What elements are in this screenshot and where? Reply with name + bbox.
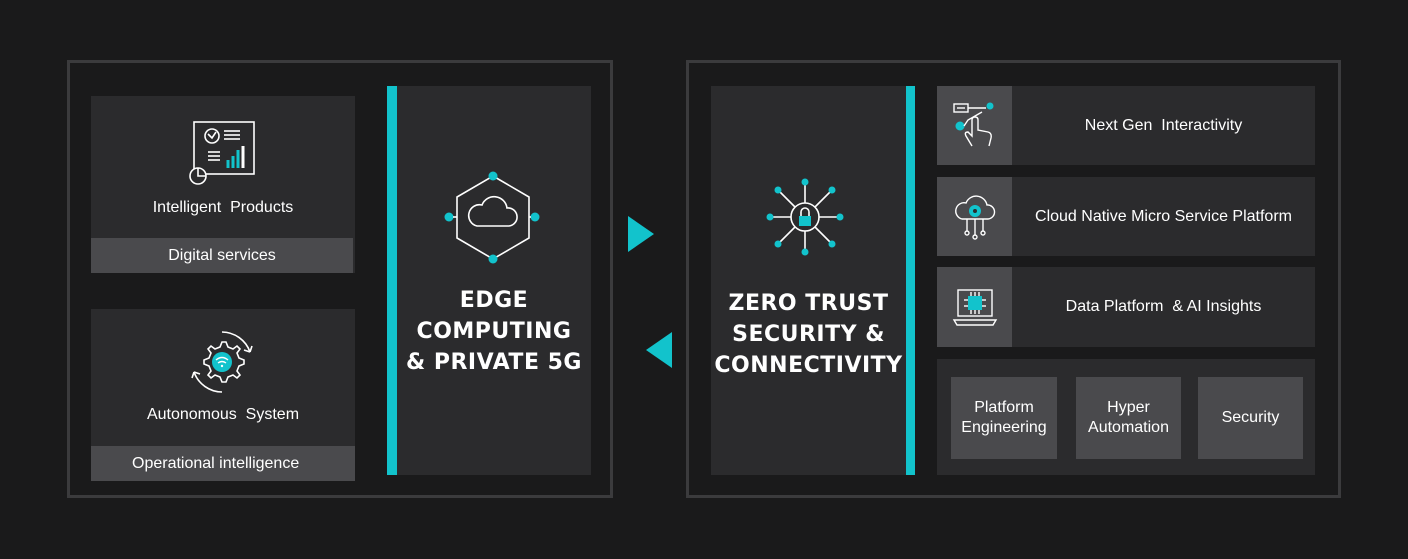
analytics-dashboard-icon — [188, 120, 258, 186]
cloud-hexagon-icon — [441, 170, 541, 265]
zero-trust-accent-bar — [906, 86, 915, 475]
edge-computing-title: EDGE COMPUTING & PRIVATE 5G — [405, 287, 582, 375]
right-panel — [686, 60, 1341, 498]
arrow-right-icon — [628, 216, 654, 252]
data-platform-label: Data Platform & AI Insights — [1065, 298, 1262, 315]
security-tile: Security — [1198, 377, 1303, 459]
laptop-chip-icon — [952, 284, 998, 330]
cloud-gear-icon — [952, 193, 998, 241]
next-gen-interactivity-label: Next Gen Interactivity — [1084, 116, 1243, 134]
digital-services-band: Digital services — [91, 238, 353, 273]
gear-wifi-icon — [188, 328, 256, 396]
operational-intelligence-band: Operational intelligence — [91, 446, 355, 481]
cloud-native-platform-label: Cloud Native Micro Service Platform — [1035, 207, 1292, 225]
touch-screen-icon — [952, 100, 998, 150]
zero-trust-title: ZERO TRUST SECURITY & CONNECTIVITY — [714, 290, 903, 378]
row-icon-box — [937, 86, 1012, 165]
intelligent-products-label: Intelligent Products — [152, 199, 294, 216]
arrow-left-icon — [646, 332, 672, 368]
edge-computing-card — [397, 86, 591, 475]
hyper-automation-tile: Hyper Automation — [1076, 377, 1181, 459]
left-panel — [67, 60, 613, 498]
platform-engineering-tile: Platform Engineering — [951, 377, 1057, 459]
edge-accent-bar — [387, 86, 397, 475]
autonomous-system-label: Autonomous System — [146, 406, 300, 423]
zero-trust-card — [711, 86, 906, 475]
lock-network-icon — [760, 172, 850, 262]
